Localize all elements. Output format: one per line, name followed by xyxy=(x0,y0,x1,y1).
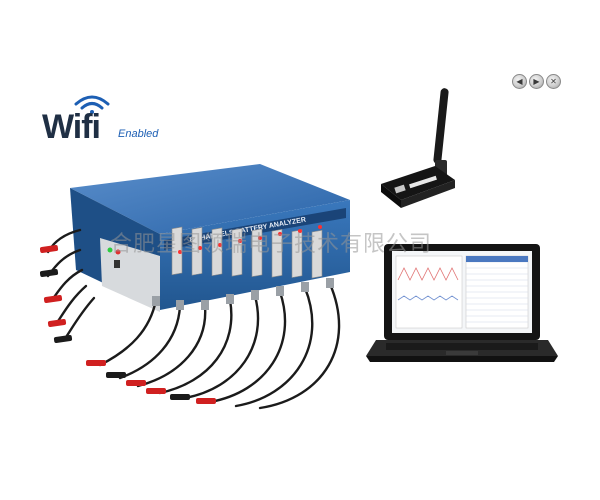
laptop-image xyxy=(366,244,558,362)
next-button[interactable]: ▶ xyxy=(529,74,544,89)
wifi-enabled-label: Enabled xyxy=(118,128,159,140)
chevron-right-icon: ▶ xyxy=(533,76,540,86)
watermark-text: 合肥星图领瑞电子技术有限公司 xyxy=(110,232,433,257)
power-switch xyxy=(114,260,120,268)
wifi-logo: Wifi Enabled xyxy=(42,92,172,148)
close-button[interactable]: ✕ xyxy=(546,74,561,89)
prev-button[interactable]: ◀ xyxy=(512,74,527,89)
wireless-dongle-image xyxy=(381,88,455,208)
wifi-signal-icon xyxy=(74,95,110,114)
close-icon: ✕ xyxy=(550,76,557,86)
battery-analyzer-image: 8 CHANNELS BATTERY ANALYZER xyxy=(40,164,350,410)
wifi-word: Wifi xyxy=(42,108,101,146)
chevron-left-icon: ◀ xyxy=(516,76,523,86)
image-nav-controls: ◀ ▶ ✕ xyxy=(512,74,561,89)
